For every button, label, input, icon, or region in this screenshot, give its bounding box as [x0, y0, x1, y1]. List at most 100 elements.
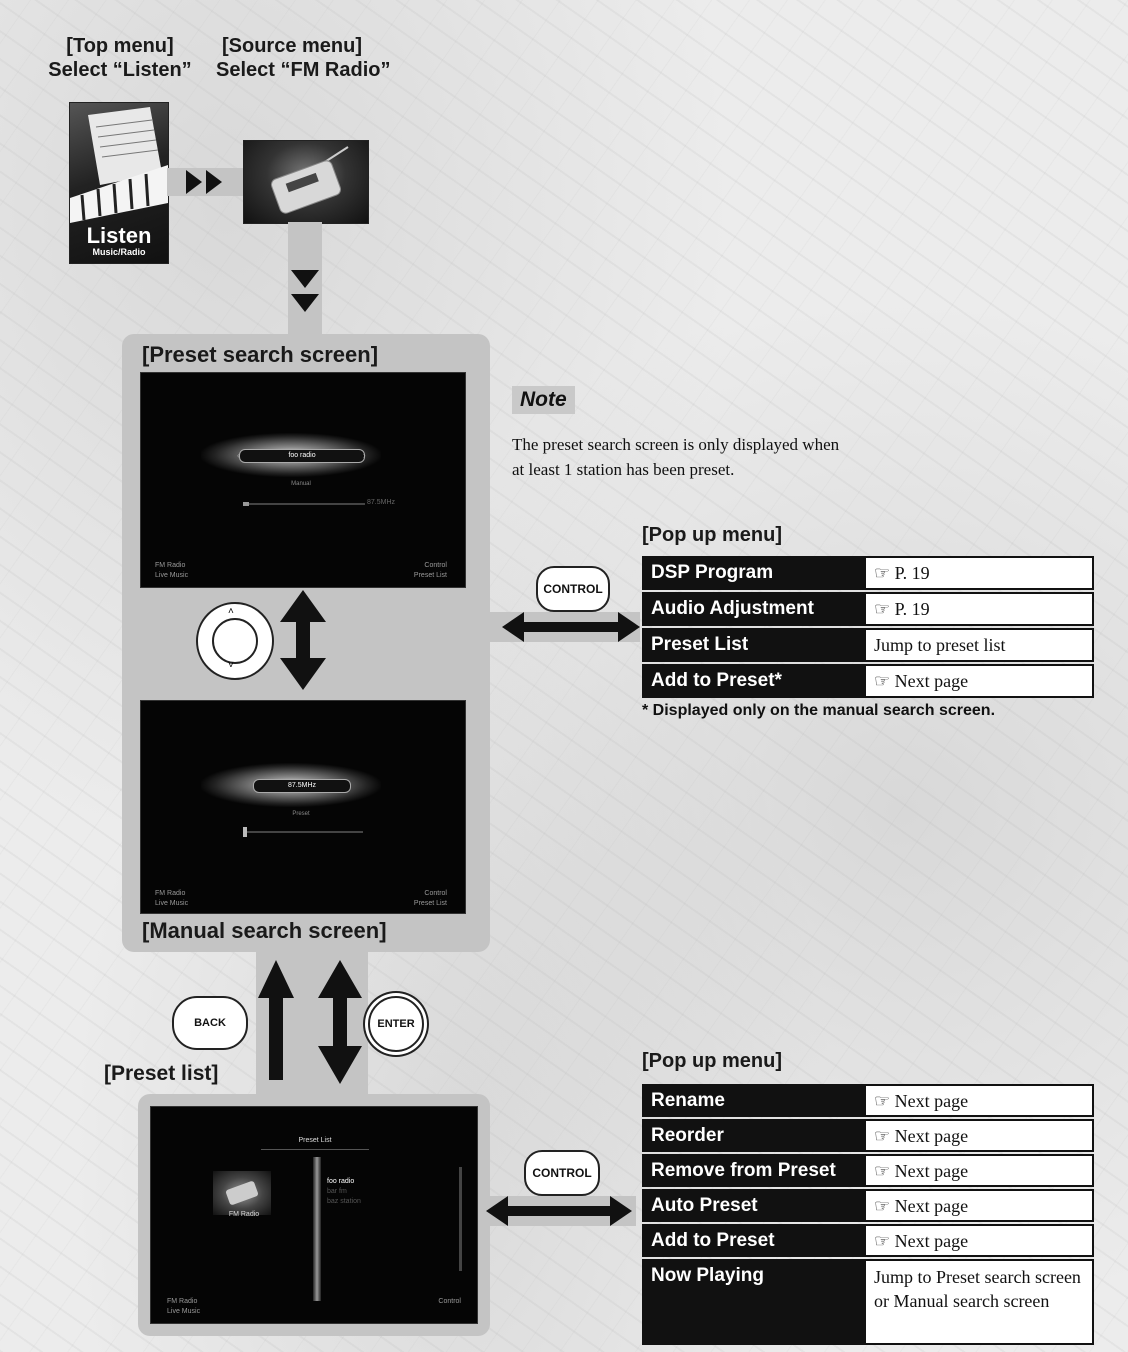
popup2-row-auto-preset[interactable]: Auto Preset ☞ Next page: [642, 1189, 1094, 1222]
menu-item-desc: Jump to Preset search screen or Manual s…: [864, 1259, 1094, 1345]
station-next-icon[interactable]: ›: [363, 451, 366, 460]
listen-tile-label: Listen: [86, 223, 152, 248]
note-text-line-2: at least 1 station has been preset.: [512, 460, 735, 479]
control-hint: Control: [424, 562, 447, 569]
control-button-2[interactable]: CONTROL: [524, 1150, 600, 1196]
menu-item-name: Auto Preset: [651, 1194, 758, 1216]
left-right-arrow-icon: [502, 612, 640, 642]
control-button[interactable]: CONTROL: [536, 566, 610, 612]
popup1-title: [Pop up menu]: [642, 524, 782, 546]
list-source-label: FM Radio: [167, 1298, 198, 1305]
preset-icon-label: FM Radio: [228, 1211, 260, 1218]
menu-item-desc: ☞ P. 19: [864, 556, 1094, 590]
popup2-row-add-to-preset[interactable]: Add to Preset ☞ Next page: [642, 1224, 1094, 1257]
freq-readout: 87.5MHz: [367, 499, 396, 506]
manual-dsp-label: Live Music: [155, 900, 189, 907]
menu-item-desc: Jump to preset list: [864, 628, 1094, 662]
station-name: foo radio: [239, 449, 365, 463]
menu-item-desc: ☞ Next page: [864, 1224, 1094, 1257]
manual-freq-bar: [243, 831, 363, 833]
manual-preset-list-hint: Preset List: [413, 900, 447, 907]
menu-item-desc: ☞ Next page: [864, 1084, 1094, 1117]
popup1-row-preset-list[interactable]: Preset List Jump to preset list: [642, 628, 1094, 662]
top-menu-instruction: Select “Listen”: [48, 59, 192, 81]
source-menu-heading: [Source menu] Select “FM Radio”: [216, 34, 446, 82]
menu-item-name: Add to Preset*: [651, 670, 782, 691]
manual-freq-marker: [243, 827, 247, 837]
list-control-hint: Control: [438, 1298, 461, 1305]
menu-item-name: Add to Preset: [651, 1229, 775, 1251]
up-arrow-icon: [258, 960, 294, 1080]
freq-bar-marker: [243, 502, 249, 506]
popup2-row-rename[interactable]: Rename ☞ Next page: [642, 1084, 1094, 1117]
manual-search-title: [Manual search screen]: [142, 918, 387, 943]
preset-list-hint: Preset List: [413, 572, 447, 579]
note-label: Note: [512, 386, 575, 414]
manual-search-screen: 87.5MHz Preset FM Radio Live Music Contr…: [140, 700, 466, 914]
popup1-footnote: * Displayed only on the manual search sc…: [642, 702, 996, 719]
preset-search-screen: foo radio ‹ › Manual 87.5MHz FM Radio Li…: [140, 372, 466, 588]
cursor-pad-center[interactable]: [212, 618, 258, 664]
fm-radio-tile[interactable]: [243, 140, 369, 224]
popup2-title: [Pop up menu]: [642, 1050, 782, 1072]
up-down-arrow-icon-2: [318, 960, 362, 1084]
menu-item-desc: ☞ Next page: [864, 1189, 1094, 1222]
popup1-row-dsp-program[interactable]: DSP Program ☞ P. 19: [642, 556, 1094, 590]
listen-menu-tile[interactable]: Listen Music/Radio: [69, 102, 169, 264]
menu-item-desc: ☞ P. 19: [864, 592, 1094, 626]
dsp-label: Live Music: [155, 572, 189, 579]
menu-connector: [167, 168, 243, 196]
left-right-arrow-icon-2: [486, 1196, 632, 1226]
manual-freq: 87.5MHz: [253, 779, 351, 793]
preset-list-header: Preset List: [261, 1137, 369, 1150]
listen-tile-sublabel: Music/Radio: [92, 247, 146, 257]
preset-item[interactable]: bar fm: [327, 1188, 347, 1195]
preset-list-scrollbar[interactable]: [459, 1167, 462, 1271]
preset-item[interactable]: foo radio: [327, 1178, 355, 1185]
menu-item-name: Audio Adjustment: [651, 598, 814, 619]
popup1-row-audio-adjustment[interactable]: Audio Adjustment ☞ P. 19: [642, 592, 1094, 626]
radio-icon: [270, 146, 349, 214]
note-text: The preset search screen is only display…: [512, 432, 932, 482]
popup1-row-add-to-preset[interactable]: Add to Preset* ☞ Next page: [642, 664, 1094, 698]
manual-control-hint: Control: [424, 890, 447, 897]
back-button[interactable]: BACK: [172, 996, 248, 1050]
station-prev-icon[interactable]: ‹: [237, 451, 240, 460]
menu-item-name: DSP Program: [651, 562, 774, 583]
menu-item-desc: ☞ Next page: [864, 1154, 1094, 1187]
top-menu-label: [Top menu]: [66, 35, 174, 57]
sheet-music-piano-icon: [70, 107, 168, 223]
menu-item-name: Rename: [651, 1089, 725, 1111]
preset-list-divider: [313, 1157, 321, 1301]
popup2-row-now-playing[interactable]: Now Playing Jump to Preset search screen…: [642, 1259, 1094, 1345]
menu-item-name: Preset List: [651, 634, 749, 655]
list-dsp-label: Live Music: [167, 1308, 201, 1315]
preset-search-title: [Preset search screen]: [142, 342, 379, 367]
preset-item[interactable]: baz station: [327, 1198, 361, 1205]
up-down-arrow-icon: [280, 590, 326, 690]
manual-source-label: FM Radio: [155, 890, 186, 897]
top-menu-heading: [Top menu] Select “Listen”: [30, 34, 210, 82]
cursor-up-icon[interactable]: ˄: [228, 606, 234, 617]
manual-mode-label: Preset: [292, 811, 310, 817]
freq-bar: [243, 503, 365, 505]
mode-label: Manual: [291, 481, 311, 487]
cursor-down-icon[interactable]: ˅: [228, 660, 234, 671]
preset-radio-icon: [213, 1171, 271, 1215]
menu-item-name: Remove from Preset: [651, 1159, 836, 1181]
popup2-row-remove-from-preset[interactable]: Remove from Preset ☞ Next page: [642, 1154, 1094, 1187]
preset-list-title: [Preset list]: [104, 1062, 219, 1085]
menu-item-desc: ☞ Next page: [864, 664, 1094, 698]
menu-item-name: Now Playing: [651, 1265, 764, 1286]
popup2-row-reorder[interactable]: Reorder ☞ Next page: [642, 1119, 1094, 1152]
double-right-arrow-icon: [186, 170, 222, 194]
source-label: FM Radio: [155, 562, 186, 569]
source-menu-instruction: Select “FM Radio”: [216, 59, 391, 81]
note-text-line-1: The preset search screen is only display…: [512, 435, 840, 454]
preset-list-screen: Preset List FM Radio foo radio bar fm ba…: [150, 1106, 478, 1324]
cursor-pad-button[interactable]: ˄ ˅: [196, 602, 274, 680]
menu-item-desc: ☞ Next page: [864, 1119, 1094, 1152]
menu-item-name: Reorder: [651, 1124, 724, 1146]
double-down-arrow-icon: [291, 270, 319, 312]
enter-button[interactable]: ENTER: [368, 996, 424, 1052]
